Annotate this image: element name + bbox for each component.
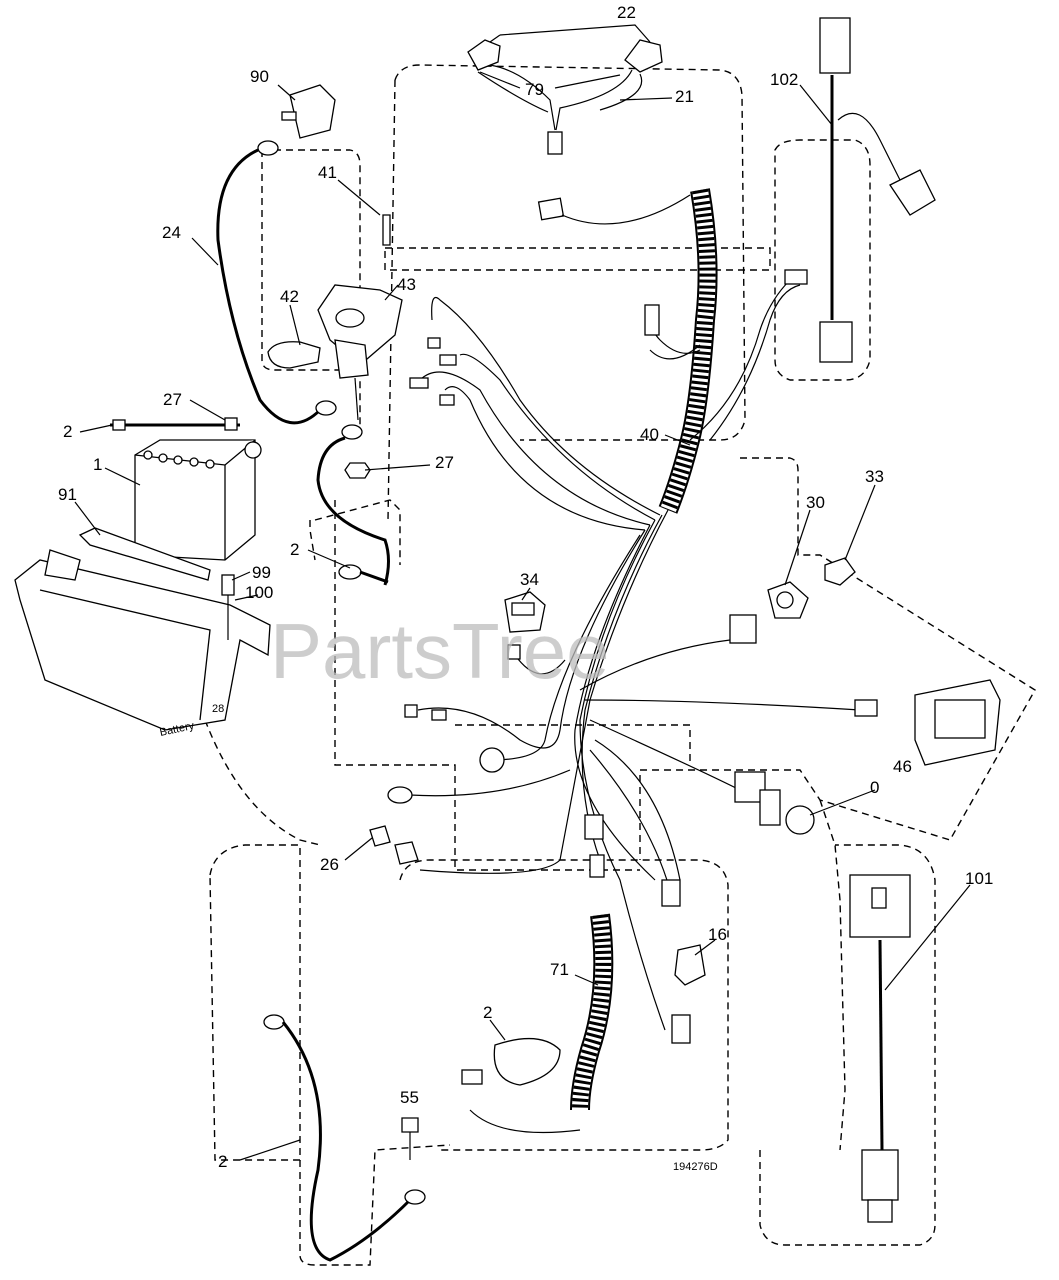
- main-harness-wires: [409, 279, 861, 1134]
- battery-cable-24: [216, 140, 337, 425]
- battery-label-number: 28: [212, 703, 224, 715]
- callout-41: 41: [318, 163, 337, 182]
- harness-connectors: [369, 269, 1001, 1086]
- conduit-40: [658, 188, 718, 514]
- callout-24: 24: [162, 223, 181, 242]
- callout-2-seat-switch: 2: [483, 1003, 492, 1022]
- headlight-socket: [537, 197, 565, 221]
- relay-16: [674, 944, 706, 986]
- conduit-71: [570, 913, 614, 1111]
- bolt-55: [401, 1117, 419, 1133]
- tractor-outline: [204, 64, 1036, 1266]
- callout-71: 71: [550, 960, 569, 979]
- callout-33: 33: [865, 467, 884, 486]
- callout-21: 21: [675, 87, 694, 106]
- callout-55: 55: [400, 1088, 419, 1107]
- callout-43: 43: [397, 275, 416, 294]
- callout-90: 90: [250, 67, 269, 86]
- callout-26: 26: [320, 855, 339, 874]
- callout-42: 42: [280, 287, 299, 306]
- callout-101: 101: [965, 869, 993, 888]
- solenoid-assembly: [267, 214, 403, 586]
- battery-tray: Battery 28: [14, 549, 271, 739]
- ground-cable: [263, 1014, 426, 1262]
- boot-42: [267, 341, 321, 369]
- battery-strap-91: [78, 527, 211, 581]
- callout-46: 46: [893, 757, 912, 776]
- nut-27: [344, 462, 371, 479]
- harness-101: [849, 874, 911, 1223]
- callout-2-cable: 2: [290, 540, 299, 559]
- callout-27-top: 27: [163, 390, 182, 409]
- callout-22: 22: [617, 3, 636, 22]
- callout-34: 34: [520, 570, 539, 589]
- harness-102: [819, 17, 936, 363]
- part-90-block: [281, 84, 336, 139]
- switch-0: [785, 805, 815, 835]
- callout-91: 91: [58, 485, 77, 504]
- callout-16: 16: [708, 925, 727, 944]
- callout-27-nut: 27: [435, 453, 454, 472]
- headlight-left: [467, 39, 501, 71]
- callout-100: 100: [245, 583, 273, 602]
- headlight-right: [624, 39, 663, 73]
- light-switch: [479, 747, 505, 773]
- callout-labels: 22 90 79 21 102 41 24 43 42 27 2 40 1 27…: [58, 3, 993, 1171]
- switch-33: [824, 557, 856, 586]
- bolt-41: [382, 214, 391, 246]
- callout-2-ground: 2: [218, 1152, 227, 1171]
- callout-0: 0: [870, 778, 879, 797]
- watermark: PartsTree: [270, 607, 610, 695]
- drawing-number: 194276D: [673, 1161, 718, 1173]
- switch-2-seat: [493, 1037, 561, 1086]
- leader-lines: [74, 24, 971, 1161]
- headlight-plug: [547, 131, 563, 155]
- callout-1: 1: [93, 455, 102, 474]
- headlight-harness: [467, 39, 691, 225]
- callout-102: 102: [770, 70, 798, 89]
- callout-79: 79: [525, 80, 544, 99]
- callout-99: 99: [252, 563, 271, 582]
- callout-30: 30: [806, 493, 825, 512]
- callout-40: 40: [640, 425, 659, 444]
- fuse-26: [369, 825, 391, 847]
- callout-2-battery: 2: [63, 422, 72, 441]
- battery: [78, 417, 262, 581]
